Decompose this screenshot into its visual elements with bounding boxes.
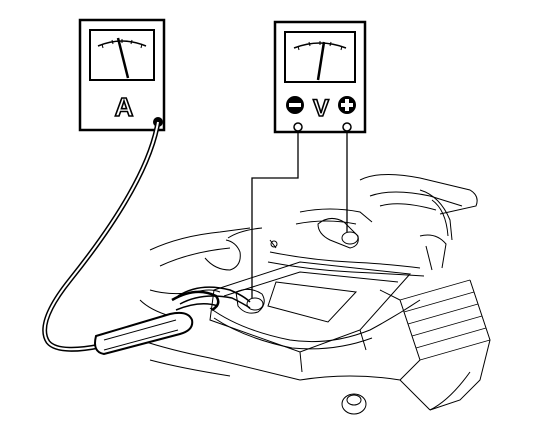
voltmeter-negative-symbol xyxy=(286,96,304,114)
voltmeter-positive-symbol xyxy=(338,96,356,114)
voltmeter-needle xyxy=(316,41,326,81)
ammeter-needle xyxy=(116,37,130,79)
ammeter-label: A xyxy=(115,92,134,122)
voltmeter-negative-lead xyxy=(251,131,299,298)
voltmeter-scale-ticks xyxy=(297,41,343,51)
ammeter-scale-ticks xyxy=(101,39,143,49)
voltmeter-positive-jack xyxy=(342,122,352,132)
voltmeter: V xyxy=(273,20,367,134)
ammeter: A xyxy=(78,18,166,132)
voltmeter-label: V xyxy=(313,95,329,122)
battery-negative-cable xyxy=(177,286,251,309)
voltmeter-negative-jack xyxy=(293,122,303,132)
engine-bay-background xyxy=(139,174,491,415)
ammeter-lead-cable xyxy=(42,121,161,352)
